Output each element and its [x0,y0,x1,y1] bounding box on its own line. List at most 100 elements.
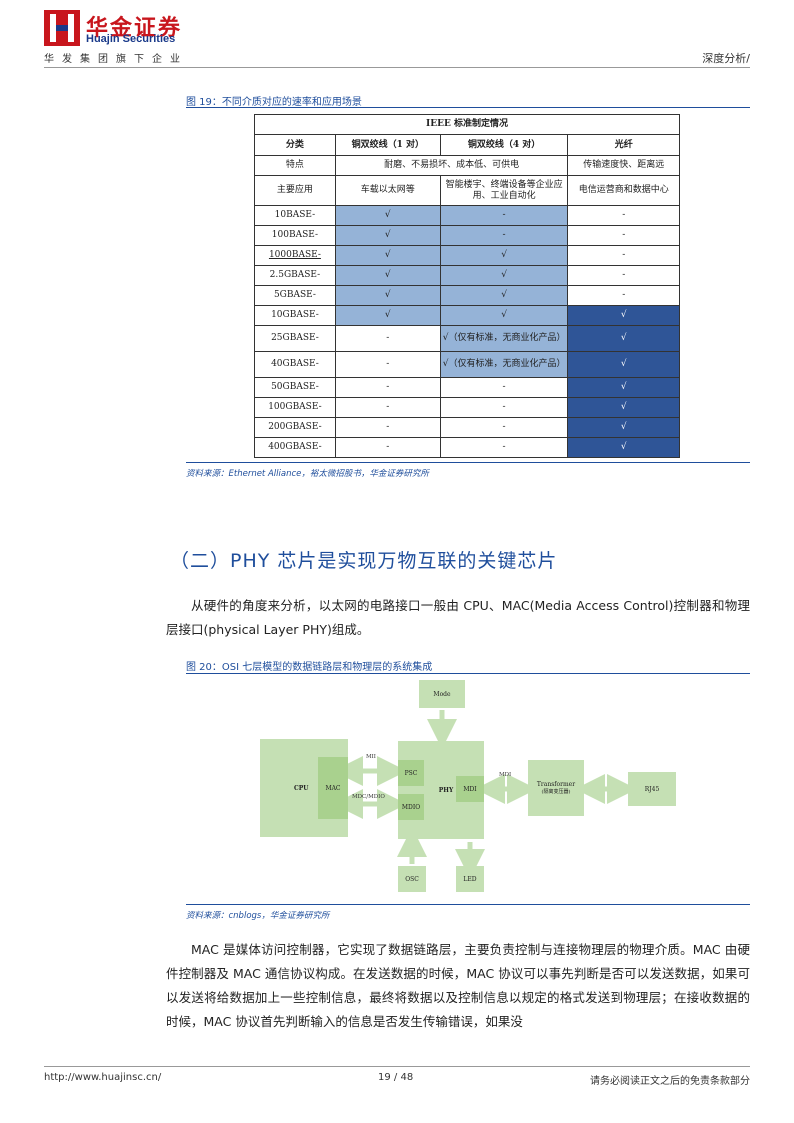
speed-label: 50GBASE- [254,377,336,398]
rj45-block: RJ45 [628,772,676,806]
mii-label: MII [366,754,376,760]
column-header: 铜双绞线（4 对） [439,134,569,156]
table-cell: - [567,285,680,306]
table-cell: √（仅有标准，无商业化产品） [439,351,569,378]
table-row: 100BASE- √ - - [254,225,680,246]
speed-label: 100GBASE- [254,397,336,418]
copper-feature: 耐磨、不易损坏、成本低、可供电 [334,155,569,176]
table-row: 40GBASE- - √（仅有标准，无商业化产品） √ [254,351,680,378]
cpu-label: CPU [294,784,309,792]
speed-label: 10GBASE- [254,305,336,326]
table-cell: √ [567,397,680,418]
table-cell: √ [439,265,569,286]
figure-19-source-rule [186,462,750,463]
huajin-logo-icon [44,10,80,46]
table-cell: - [567,205,680,226]
mdc-mdio-label: MDC/MDIO [352,794,385,800]
speed-label: 10BASE- [254,205,336,226]
figure-20-caption: 图 20：OSI 七层模型的数据链路层和物理层的系统集成 [186,662,433,673]
logo-chinese-name: 华金证券 [86,16,183,41]
table-row: 1000BASE- √ √ - [254,245,680,266]
table-cell: - [334,377,441,398]
table-cell: √ [334,205,441,226]
speed-label: 400GBASE- [254,437,336,458]
column-header: 光纤 [567,134,680,156]
table-cell: √ [439,305,569,326]
osc-block: OSC [398,866,426,892]
speed-label: 25GBASE- [254,325,336,352]
application-cell: 智能楼宇、终端设备等企业应用、工业自动化 [439,175,569,206]
footer-url[interactable]: http://www.huajinsc.cn/ [44,1072,162,1083]
table-row: 200GBASE- - - √ [254,417,680,438]
table-cell: - [439,437,569,458]
body-paragraph: MAC 是媒体访问控制器，它实现了数据链路层，主要负责控制与连接物理层的物理介质… [166,938,750,1034]
speed-label: 100BASE- [254,225,336,246]
body-text: MAC 是媒体访问控制器，它实现了数据链路层，主要负责控制与连接物理层的物理介质… [166,942,750,1029]
table-cell: √ [567,437,680,458]
intro-text: 从硬件的角度来分析，以太网的电路接口一般由 CPU、MAC(Media Acce… [166,598,750,637]
speed-label: 5GBASE- [254,285,336,306]
mdi-block: MDI [456,776,484,802]
table-cell: - [334,351,441,378]
table-row: 10BASE- √ - - [254,205,680,226]
table-cell: √ [334,245,441,266]
table-cell: √ [334,225,441,246]
table-cell: - [439,225,569,246]
table-cell: √（仅有标准，无商业化产品） [439,325,569,352]
mdi-link-label: MDI [499,772,512,778]
speed-label: 40GBASE- [254,351,336,378]
page-number: 19 / 48 [378,1072,414,1083]
footer-disclaimer: 请务必阅读正文之后的免责条款部分 [590,1076,750,1087]
speed-label: 200GBASE- [254,417,336,438]
mac-block: MAC [318,757,348,819]
column-header: 分类 [254,134,336,156]
fiber-feature: 传输速度快、距离远 [567,155,680,176]
table-row: 400GBASE- - - √ [254,437,680,458]
speed-label: 1000BASE- [254,245,336,266]
header-divider [44,67,750,68]
table-cell: - [439,205,569,226]
table-row: 50GBASE- - - √ [254,377,680,398]
table-cell: √ [567,325,680,352]
table-cell: - [334,325,441,352]
speed-label: 2.5GBASE- [254,265,336,286]
row-label: 特点 [254,155,336,176]
figure-19-caption: 图 19：不同介质对应的速率和应用场景 [186,97,362,108]
figure-20-source-rule [186,904,750,905]
company-slogan: 华发集团旗下企业 [44,54,188,65]
application-cell: 电信运营商和数据中心 [567,175,680,206]
table-cell: √ [567,305,680,326]
table-cell: √ [334,305,441,326]
table-cell: √ [567,351,680,378]
table-cell: - [567,225,680,246]
table-cell: - [334,417,441,438]
ieee-standards-table: IEEE 标准制定情况 分类 铜双绞线（1 对） 铜双绞线（4 对） 光纤 特点… [254,114,680,458]
transformer-cn-label: (隔离变压器) [541,789,571,795]
transformer-label: Transformer [536,781,576,788]
table-row: 5GBASE- √ √ - [254,285,680,306]
mdio-block: MDIO [398,794,424,820]
table-row: 10GBASE- √ √ √ [254,305,680,326]
transformer-block: Transformer (隔离变压器) [528,760,584,816]
table-cell: - [439,417,569,438]
table-cell: - [334,397,441,418]
table-cell: √ [439,285,569,306]
application-cell: 车载以太网等 [334,175,441,206]
table-row: 25GBASE- - √（仅有标准，无商业化产品） √ [254,325,680,352]
table-cell: √ [439,245,569,266]
table-cell: √ [567,417,680,438]
row-label: 主要应用 [254,175,336,206]
figure-20-caption-rule [186,673,750,674]
document-type: 深度分析/ [702,52,750,65]
table-cell: √ [334,285,441,306]
table-row: 100GBASE- - - √ [254,397,680,418]
mode-block: Mode [419,680,465,708]
table-row: 2.5GBASE- √ √ - [254,265,680,286]
logo-english-name: Huajin Securities [86,33,176,45]
table-cell: - [439,397,569,418]
figure-19-caption-rule [186,107,750,108]
table-cell: - [334,437,441,458]
table-cell: - [567,245,680,266]
phy-label: PHY [438,786,454,794]
table-cell: - [567,265,680,286]
